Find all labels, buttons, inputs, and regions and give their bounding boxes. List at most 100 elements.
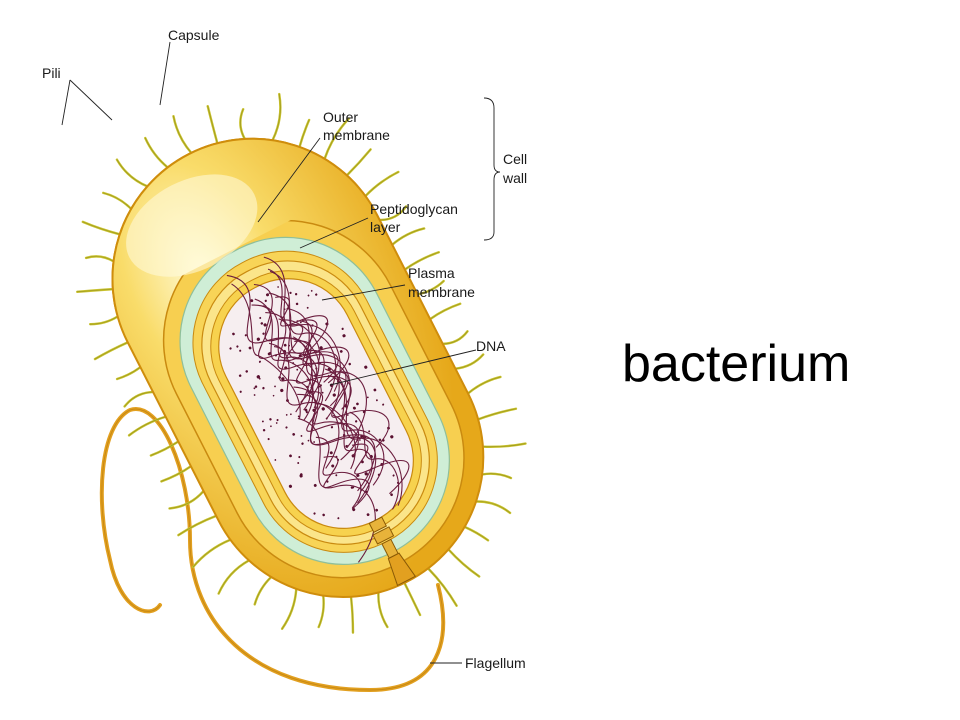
ribosome-dot	[352, 406, 356, 410]
ribosome-dot	[296, 368, 299, 371]
ribosome-dot	[253, 387, 256, 390]
ribosome-dot	[267, 438, 270, 441]
label-flagellum: Flagellum	[465, 655, 526, 671]
pilus	[477, 408, 517, 420]
ribosome-dot	[256, 337, 261, 341]
pilus	[377, 591, 389, 629]
ribosome-dot	[294, 293, 298, 296]
ribosome-dot	[262, 429, 266, 432]
label-plasma-membrane-2: membrane	[408, 284, 475, 300]
ribosome-dot	[310, 289, 313, 292]
pilus	[475, 501, 511, 514]
ribosome-dot	[263, 323, 267, 327]
dna-strand	[349, 411, 400, 510]
ribosome-dot	[283, 343, 287, 347]
ribosome-dot	[239, 349, 242, 352]
dna-strand	[231, 283, 301, 419]
pilus	[441, 330, 469, 346]
ribosome-dot	[342, 334, 346, 338]
pilus	[378, 592, 388, 628]
pilus	[464, 526, 489, 541]
ribosome-dot	[356, 402, 359, 406]
ribosome-dot	[280, 388, 284, 393]
ribosome-dot	[232, 332, 235, 336]
ribosome-dot	[322, 513, 325, 517]
ribosome-dot	[261, 420, 264, 423]
pilus	[454, 353, 485, 370]
ribosome-dot	[335, 474, 338, 477]
pilus	[466, 375, 502, 395]
pilus	[123, 390, 155, 408]
ribosome-dot	[245, 370, 248, 373]
ribosome-dot	[350, 486, 354, 489]
pilus	[404, 251, 440, 270]
ribosome-dot	[248, 346, 252, 350]
pilus	[298, 118, 311, 149]
ribosome-dot	[267, 352, 271, 356]
pilus	[365, 171, 399, 197]
label-cell-wall-2: wall	[502, 170, 527, 186]
label-pili: Pili	[42, 65, 61, 81]
ribosome-dot	[375, 508, 379, 512]
pilus	[254, 576, 272, 605]
pilus	[178, 515, 217, 536]
ribosome-dot	[238, 374, 242, 377]
ribosome-dot	[262, 332, 265, 335]
pilus	[217, 559, 251, 595]
pilus	[161, 465, 192, 482]
pilus	[192, 539, 231, 568]
pilus	[102, 191, 133, 211]
ribosome-dot	[259, 316, 262, 319]
ribosome-dot	[270, 425, 272, 428]
pilus	[427, 568, 457, 607]
ribosome-dot	[313, 512, 316, 515]
pilus	[81, 220, 121, 236]
label-outer-membrane-1: Outer	[323, 109, 358, 125]
pilus	[317, 594, 325, 629]
ribosome-dot	[250, 299, 254, 303]
pilus	[89, 316, 118, 325]
ribosome-dot	[390, 435, 394, 439]
ribosome-dot	[359, 439, 361, 441]
ribosome-dot	[236, 345, 239, 348]
label-peptidoglycan-1: Peptidoglycan	[370, 201, 458, 217]
dna-strand	[253, 283, 320, 389]
ribosome-dot	[264, 299, 267, 303]
ribosome-dot	[281, 377, 285, 381]
ribosome-dot	[313, 441, 315, 443]
ribosome-dot	[366, 513, 370, 517]
pilus	[239, 107, 247, 141]
pilus	[442, 330, 468, 345]
pilus	[318, 595, 324, 628]
ribosome-dot	[348, 362, 351, 366]
pilus	[240, 108, 246, 140]
label-cell-wall-1: Cell	[503, 151, 527, 167]
ribosome-dot	[329, 451, 333, 455]
pilus	[447, 548, 481, 578]
label-capsule: Capsule	[168, 27, 220, 43]
ribosome-dot	[262, 386, 265, 390]
pilus	[467, 376, 501, 394]
ribosome-dot	[373, 388, 377, 392]
ribosome-dot	[274, 385, 276, 388]
ribosome-dot	[290, 413, 292, 416]
ribosome-dot	[269, 418, 272, 421]
dna-strand	[251, 304, 318, 403]
ribosome-dot	[274, 459, 277, 461]
label-dna: DNA	[476, 338, 506, 354]
ribosome-dot	[258, 377, 261, 380]
pilus	[324, 118, 350, 160]
ribosome-dot	[305, 411, 308, 414]
ribosome-dot	[244, 334, 247, 337]
pilus	[169, 490, 204, 509]
dna-strand	[263, 256, 341, 392]
pilus	[429, 303, 461, 320]
ribosome-dot	[366, 396, 369, 399]
ribosome-dot	[364, 365, 368, 369]
pilus	[173, 115, 192, 154]
ribosome-dot	[356, 473, 360, 477]
ribosome-dot	[313, 483, 317, 487]
pilus	[271, 92, 282, 142]
pilus	[82, 221, 121, 235]
pilus	[116, 366, 141, 380]
